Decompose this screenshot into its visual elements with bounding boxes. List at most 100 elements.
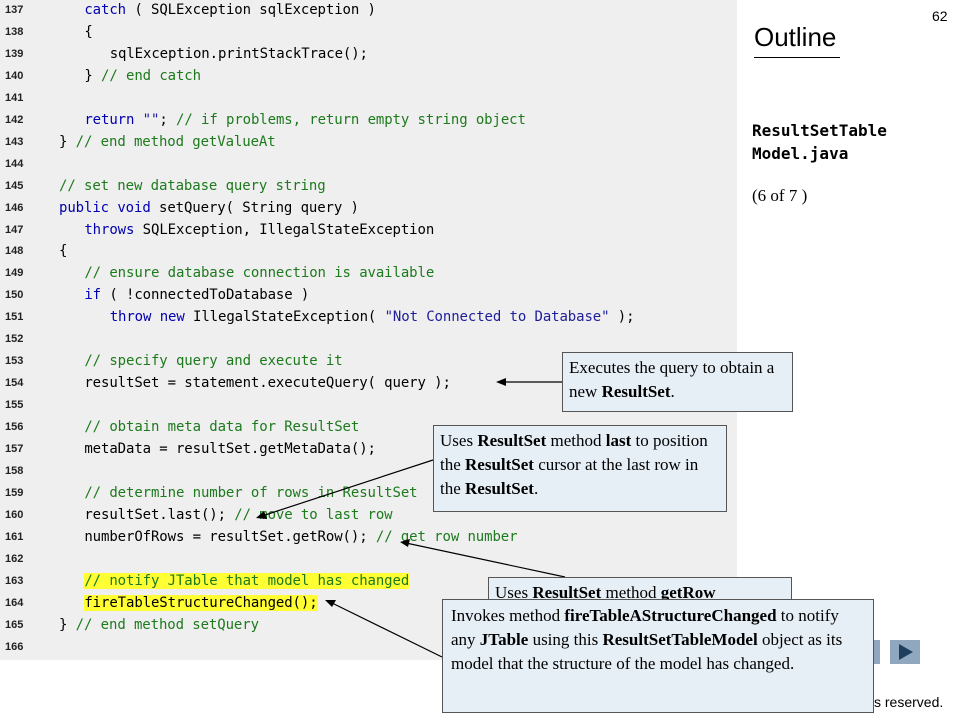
code-line: 156// obtain meta data for ResultSet — [0, 417, 737, 439]
copyright-notice: s reserved. — [874, 694, 944, 710]
code-line: 152 — [0, 329, 737, 351]
code-token: // ensure database connection is availab… — [84, 265, 435, 282]
outline-underline — [754, 57, 840, 58]
code-line: 144 — [0, 154, 737, 176]
file-name: ResultSetTable Model.java — [752, 119, 887, 165]
callout-last-row: Uses ResultSet method last to position t… — [433, 425, 727, 512]
line-number: 160 — [5, 508, 24, 521]
code-token — [134, 112, 142, 128]
code-token: resultSet.last(); — [84, 506, 235, 523]
code-text: return ""; // if problems, return empty … — [84, 111, 526, 128]
code-token: ); — [609, 309, 635, 326]
code-text: { — [59, 243, 67, 259]
code-token: "Not Connected to Database" — [384, 309, 610, 326]
line-number: 137 — [5, 4, 24, 16]
code-token: // if problems, return empty string obje… — [176, 111, 526, 128]
file-name-line-2: Model.java — [752, 144, 849, 163]
line-number: 163 — [5, 574, 24, 587]
line-number: 159 — [5, 486, 24, 499]
code-text: // specify query and execute it — [84, 353, 342, 369]
code-token: "" — [142, 111, 160, 128]
line-number: 138 — [5, 25, 24, 38]
code-token: // end catch — [101, 67, 201, 84]
code-token: IllegalStateException( — [184, 309, 385, 326]
code-token: // get row number — [375, 528, 518, 545]
code-line: 162 — [0, 549, 737, 571]
code-text: public void setQuery( String query ) — [59, 200, 359, 216]
code-token: return — [84, 111, 135, 128]
code-token: resultSet = statement.executeQuery( quer… — [84, 375, 451, 392]
code-token: ; — [159, 111, 177, 128]
code-token: // obtain meta data for ResultSet — [84, 419, 360, 436]
line-number: 150 — [5, 289, 24, 302]
code-line: 157 metaData = resultSet.getMetaData(); — [0, 439, 737, 461]
code-token: // set new database query string — [59, 177, 326, 194]
code-line: 143} // end method getValueAt — [0, 132, 737, 154]
line-number: 149 — [5, 267, 24, 280]
code-token: if — [84, 287, 102, 304]
next-slide-button[interactable] — [890, 640, 920, 664]
code-text: resultSet.last(); // move to last row — [84, 507, 392, 523]
code-text: } // end catch — [84, 68, 201, 84]
code-token: new — [159, 309, 185, 326]
line-number: 140 — [5, 69, 24, 82]
line-number: 165 — [5, 618, 24, 631]
line-number: 148 — [5, 245, 24, 258]
callout-executes-query: Executes the query to obtain a new Resul… — [562, 352, 793, 412]
line-number: 147 — [5, 223, 24, 236]
code-text: metaData = resultSet.getMetaData(); — [84, 441, 376, 457]
code-line: 163 // notify JTable that model has chang… — [0, 571, 737, 593]
line-number: 152 — [5, 333, 24, 346]
code-line: 165} // end method setQuery — [0, 615, 737, 637]
page-progress: (6 of 7 ) — [752, 186, 808, 205]
code-line: 141 — [0, 88, 737, 110]
line-number: 143 — [5, 135, 24, 148]
code-text: // notify JTable that model has changed — [84, 572, 409, 589]
page-number: 62 — [932, 8, 948, 24]
code-token: // end method setQuery — [75, 616, 259, 633]
line-number: 166 — [5, 640, 24, 653]
code-token: sqlException.printStackTrace(); — [109, 45, 368, 62]
code-text: throws SQLException, IllegalStateExcepti… — [84, 222, 434, 238]
file-name-line-1: ResultSetTable — [752, 121, 887, 140]
code-line: 166 — [0, 637, 737, 659]
code-token: ( SQLException sqlException ) — [126, 2, 376, 18]
code-token: } — [59, 616, 76, 633]
code-text: if ( !connectedToDatabase ) — [84, 287, 309, 303]
line-number: 145 — [5, 179, 24, 192]
line-number: 157 — [5, 443, 24, 455]
code-token: // end method getValueAt — [75, 133, 276, 150]
code-token: throw — [109, 309, 152, 326]
code-text: // set new database query string — [59, 178, 326, 194]
code-text: } // end method setQuery — [59, 617, 259, 633]
line-number: 161 — [5, 530, 24, 543]
outline-link[interactable]: Outline — [754, 22, 837, 52]
code-token: // determine number of rows in ResultSet — [84, 484, 418, 501]
line-number: 162 — [5, 552, 24, 565]
code-token — [151, 309, 159, 325]
line-number: 144 — [5, 157, 24, 170]
code-line: 145 // set new database query string — [0, 176, 737, 198]
code-token: public — [59, 199, 109, 216]
code-line: 142 return ""; // if problems, return emp… — [0, 110, 737, 132]
code-line: 140 } // end catch — [0, 66, 737, 88]
line-number: 142 — [5, 113, 24, 126]
code-token: fireTableStructureChanged(); — [84, 594, 318, 611]
code-token: catch — [84, 2, 126, 18]
previous-slide-button[interactable] — [874, 640, 880, 664]
code-token: numberOfRows = resultSet.getRow(); — [84, 528, 376, 545]
line-number: 146 — [5, 201, 24, 214]
code-line: 153// specify query and execute it — [0, 351, 737, 373]
code-text: // ensure database connection is availab… — [84, 265, 434, 281]
code-text: fireTableStructureChanged(); — [84, 594, 318, 611]
line-number: 141 — [5, 91, 24, 104]
code-line: 155 — [0, 395, 737, 417]
line-number: 155 — [5, 399, 24, 412]
code-text: // obtain meta data for ResultSet — [84, 419, 359, 435]
code-line: 137 catch ( SQLException sqlException ) — [0, 0, 737, 22]
code-token: void — [117, 199, 151, 216]
